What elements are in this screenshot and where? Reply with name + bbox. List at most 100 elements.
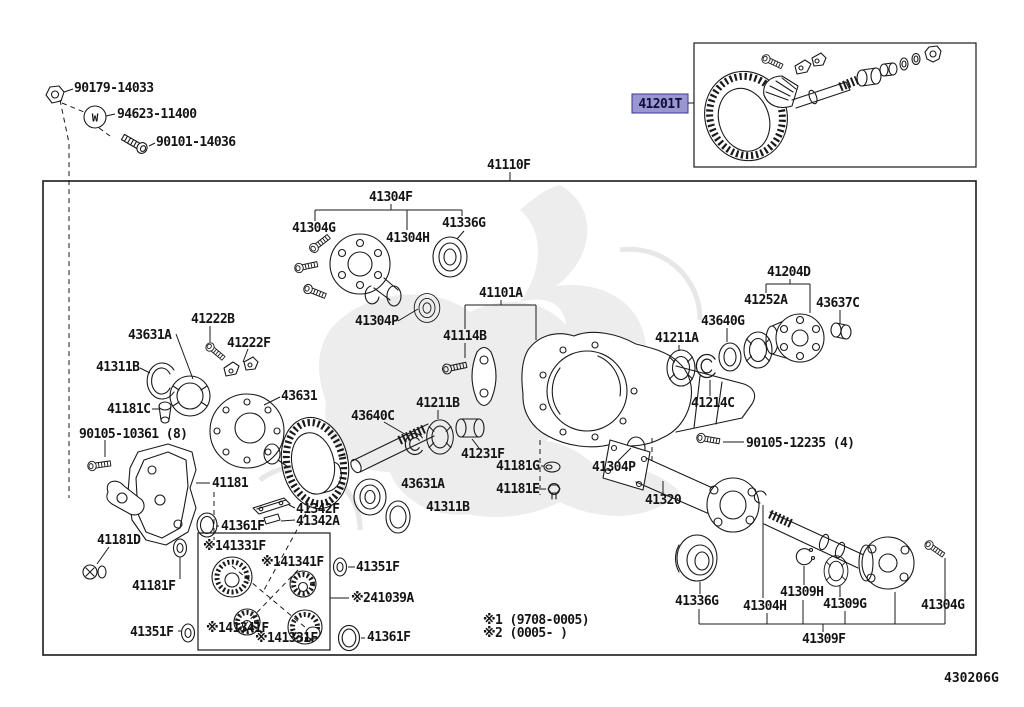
part-label-41336g-bottom: 41336G: [675, 594, 719, 609]
part-label-90105-10361: 90105-10361 (8): [79, 427, 187, 442]
part-label-41351f-right: 41351F: [356, 560, 400, 575]
oil-seal-41336g-top: [432, 236, 468, 278]
part-label-41214c: 41214C: [691, 396, 734, 411]
part-label-41309f: 41309F: [802, 632, 846, 647]
shim-41342a: [263, 513, 281, 525]
seal-43640g: [718, 342, 742, 372]
side-cover-41181-drawing: [106, 443, 197, 546]
part-label-41351f-left: 41351F: [130, 625, 174, 640]
companion-flange-front-drawing: [329, 233, 402, 307]
part-label-41342a: 41342A: [296, 514, 340, 529]
circlip-41309h: [795, 547, 816, 566]
part-label-90105-12235: 90105-12235 (4): [746, 436, 854, 451]
bolt-90105-10361: [86, 458, 112, 472]
part-label-41361f-left: 41361F: [221, 519, 265, 534]
part-label-41204d: 41204D: [767, 265, 811, 280]
part-label-41331f-top: ※141331F: [203, 539, 266, 554]
spider-gear-kit-drawing: [211, 556, 323, 645]
diagram-code: 430206G: [944, 671, 999, 686]
washer-41181f: [172, 538, 188, 558]
part-label-41039a: ※241039A: [351, 591, 414, 606]
legend-note-1: ※1 (9708-0005): [483, 613, 589, 628]
part-label-43631: 43631: [281, 389, 318, 404]
part-label-41304h-top: 41304H: [386, 231, 429, 246]
bolt-41222b: [203, 340, 227, 363]
nut-90179-drawing: [45, 85, 74, 104]
nut-43637c: [830, 322, 852, 340]
bearing-41309g: [823, 555, 849, 587]
part-label-41331f-bottom: ※141331F: [255, 631, 318, 646]
part-label-41311b-left: 41311B: [96, 360, 140, 375]
ring-gear-pinion-inset-drawing: [704, 45, 942, 162]
part-label-43631a-left: 43631A: [128, 328, 172, 343]
part-label-41309h: 41309H: [780, 585, 823, 600]
part-label-41309g: 41309G: [823, 597, 867, 612]
washer-94623-drawing: W: [83, 105, 116, 129]
part-label-43631a-right: 43631A: [401, 477, 445, 492]
part-label-90101-14036: 90101-14036: [156, 135, 236, 150]
part-label-41211b: 41211B: [416, 396, 460, 411]
breather-plug-41181c: [158, 401, 172, 424]
part-label-90179-14033: 90179-14033: [74, 81, 154, 96]
inset-frame: [693, 42, 977, 168]
washer-41351f-right: [332, 557, 348, 577]
part-label-41341f-top: ※141341F: [261, 555, 324, 570]
ring-41311b-left: [146, 362, 175, 400]
part-label-41181: 41181: [212, 476, 249, 491]
ring-41311b-right: [385, 500, 411, 534]
ring-gear-drawing: [280, 416, 350, 510]
bolt-41181e: [547, 482, 561, 500]
part-label-41304p-top: 41304P: [355, 314, 399, 329]
part-label-94623-11400: 94623-11400: [117, 107, 197, 122]
washer-symbol: W: [92, 112, 99, 125]
part-label-41252a: 41252A: [744, 293, 788, 308]
part-label-41304g-bottom: 41304G: [921, 598, 965, 613]
part-label-41336g-top: 41336G: [442, 216, 486, 231]
legend-note-2: ※2 (0005- ): [483, 626, 567, 641]
part-label-43637c: 43637C: [816, 296, 859, 311]
plug-41181d: [82, 564, 107, 580]
bearing-41336g-bottom: [675, 534, 718, 582]
part-label-41231f: 41231F: [461, 447, 505, 462]
part-labels: 90179-14033 94623-11400 90101-14036 4111…: [74, 81, 966, 647]
extension-housing-41320-drawing: [602, 436, 760, 533]
bearing-retainer-strap: [471, 346, 497, 407]
plug-41181g: [543, 461, 561, 473]
carrier-housing-drawing: [521, 331, 756, 448]
spacer-41231f: [455, 418, 485, 438]
snap-ring-41304h-top: [364, 285, 380, 305]
output-shaft-drawing: [763, 509, 867, 569]
bolt-90101-drawing: [119, 131, 156, 156]
flange-bolt-2: [293, 259, 319, 274]
part-label-41341f-bottom: ※141341F: [206, 621, 269, 636]
selected-part-callout[interactable]: 41201T: [631, 93, 694, 114]
part-label-41211a: 41211A: [655, 331, 699, 346]
bolt-90105-12235: [695, 432, 721, 447]
bolt-41304g-bottom: [922, 538, 947, 560]
part-label-41101a: 41101A: [479, 286, 523, 301]
snap-ring-41304h-bottom: [753, 490, 767, 504]
part-label-41304h-bottom: 41304H: [743, 599, 786, 614]
flange-bolt-1: [307, 232, 333, 255]
lock-plates-41222f: [223, 356, 259, 377]
part-label-41320: 41320: [645, 493, 682, 508]
washer-41351f-left: [180, 623, 196, 643]
flange-bolt-3: [301, 282, 328, 301]
part-label-43640c: 43640C: [351, 409, 394, 424]
oring-41361f-right: [337, 624, 361, 652]
hub-flange-41204d-drawing: [765, 313, 825, 363]
oring-41361f-left: [196, 512, 218, 538]
oil-seal-43631a-left: [169, 375, 211, 417]
part-label-41181e: 41181E: [496, 482, 539, 497]
part-label-41311b-right: 41311B: [426, 500, 470, 515]
part-label-41304f: 41304F: [369, 190, 413, 205]
part-label-41181d: 41181D: [97, 533, 141, 548]
part-label-41222b: 41222B: [191, 312, 235, 327]
spider-gear-frame: [197, 532, 331, 651]
part-label-41342f: 41342F: [296, 502, 340, 517]
oil-seal-43631a-right: [353, 478, 387, 516]
part-label-41201t[interactable]: 41201T: [638, 97, 683, 112]
spacer-bar-41342f: [252, 497, 291, 515]
part-label-41304g-top: 41304G: [292, 221, 336, 236]
